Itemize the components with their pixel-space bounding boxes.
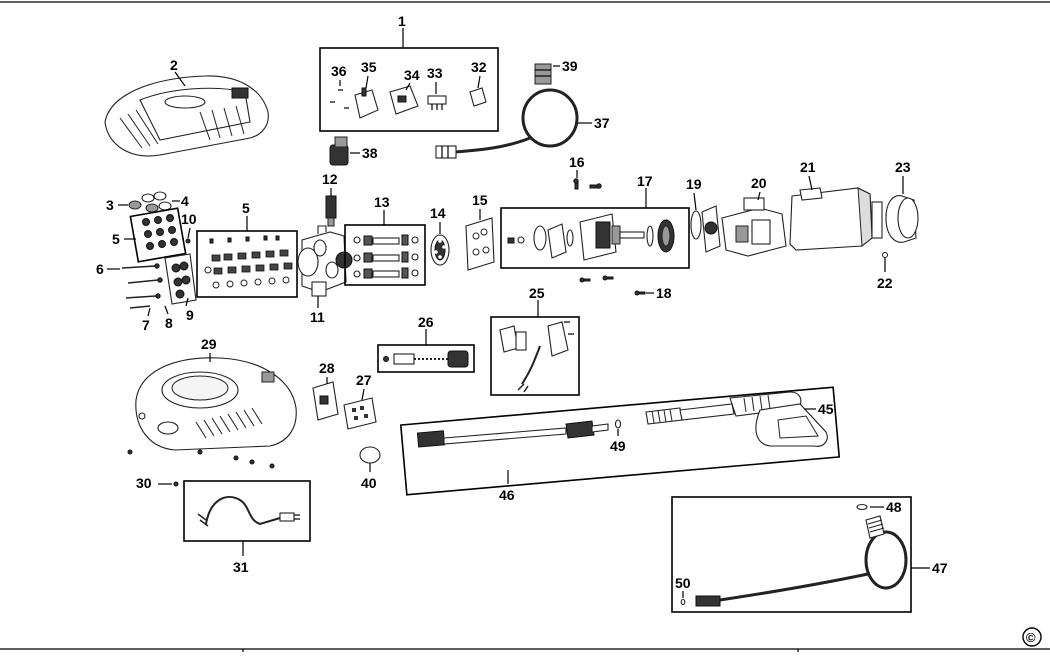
part-37-inlet-hose [435, 88, 579, 159]
callout-27: 27 [356, 372, 372, 388]
part-31-power-cord [197, 496, 300, 527]
part-9-pump-head [164, 253, 197, 305]
callout-31: 31 [233, 559, 249, 575]
part-45-spray-gun [645, 391, 828, 447]
callout-14: 14 [430, 205, 446, 221]
part-29-main-housing [135, 357, 297, 451]
callout-37: 37 [594, 115, 610, 131]
callout-5a: 5 [112, 231, 120, 247]
callout-36: 36 [331, 63, 347, 79]
kit-box-13 [344, 224, 426, 286]
callout-3: 3 [106, 197, 114, 213]
copyright-ring [1022, 627, 1042, 647]
callout-45: 45 [818, 401, 834, 417]
part-18-screws [579, 275, 646, 296]
part-6-bolts [121, 263, 163, 309]
callout-34: 34 [404, 67, 420, 83]
part-16-screws [573, 178, 602, 190]
copyright-mark: © [1026, 630, 1036, 645]
part-15-gasket [465, 217, 495, 271]
callout-11: 11 [310, 309, 325, 325]
part-48-oring [856, 503, 868, 511]
callout-40: 40 [361, 475, 377, 491]
part-23-ring [885, 195, 919, 243]
callout-26: 26 [418, 314, 434, 330]
kit-box-47 [671, 496, 912, 613]
callout-19: 19 [686, 176, 702, 192]
part-38-knob [329, 136, 349, 166]
callout-16: 16 [569, 154, 585, 170]
part-33-connector [427, 95, 447, 110]
part-30-screws [127, 449, 275, 487]
part-14-bearing [430, 234, 450, 266]
kit-box-1 [319, 47, 499, 132]
callout-29: 29 [201, 336, 217, 352]
callout-13: 13 [374, 194, 390, 210]
callout-46: 46 [499, 487, 515, 503]
callout-9: 9 [186, 307, 194, 323]
kit-box-31 [183, 480, 311, 542]
part-26-unloader [383, 350, 469, 368]
part-20-gearbox [701, 197, 787, 257]
callout-1: 1 [398, 13, 406, 29]
kit-box-46 [399, 386, 841, 496]
part-46-lance [416, 420, 609, 448]
callout-6: 6 [96, 261, 104, 277]
callout-17: 17 [637, 173, 653, 189]
callout-8: 8 [165, 315, 173, 331]
callout-48: 48 [886, 499, 902, 515]
part-50-oring [680, 598, 686, 606]
part-22-screw [881, 251, 889, 259]
callout-7: 7 [142, 317, 150, 333]
callout-30: 30 [136, 475, 152, 491]
part-28-plate [312, 381, 339, 421]
part-13-pistons [353, 234, 419, 279]
part-32-block [469, 87, 487, 107]
callout-20: 20 [751, 175, 767, 191]
part-17-motor-parts [507, 213, 675, 261]
callout-12: 12 [322, 171, 338, 187]
kit-box-25 [490, 316, 580, 396]
callout-23: 23 [895, 159, 911, 175]
part-5b-valve-kit [204, 235, 293, 289]
kit-box-17 [500, 207, 690, 269]
callout-10: 10 [181, 211, 197, 227]
part-47-high-pressure-hose [695, 515, 908, 607]
part-11-pump-body [297, 225, 353, 297]
callout-2: 2 [170, 57, 178, 73]
part-35-switch [354, 87, 379, 119]
part-12-valve [325, 195, 337, 227]
part-2-top-cover [104, 75, 269, 157]
part-34-switch [389, 85, 419, 115]
callout-33: 33 [427, 65, 443, 81]
callout-21: 21 [800, 159, 816, 175]
callout-18: 18 [656, 285, 672, 301]
callout-15: 15 [472, 192, 488, 208]
callout-4: 4 [181, 193, 189, 209]
part-36-pins [330, 89, 349, 109]
callout-50: 50 [675, 575, 691, 591]
callout-35: 35 [361, 59, 377, 75]
part-49-oring [614, 419, 622, 429]
callout-49: 49 [610, 438, 626, 454]
part-27-plate [343, 397, 377, 430]
callout-5b: 5 [242, 200, 250, 216]
part-21-motor-housing [789, 187, 883, 251]
part-19-seal [690, 210, 702, 240]
callout-39: 39 [562, 58, 578, 74]
part-5a-valves [142, 214, 178, 250]
callout-38: 38 [362, 145, 378, 161]
part-40-filter [359, 446, 381, 464]
callout-28: 28 [319, 360, 335, 376]
part-10-plug [185, 238, 191, 244]
callout-25: 25 [529, 285, 545, 301]
part-25-switch-assembly [499, 321, 574, 393]
part-39-connector [534, 63, 552, 85]
callout-32: 32 [471, 59, 487, 75]
part-3-4-caps [128, 191, 172, 213]
callout-22: 22 [877, 275, 893, 291]
callout-47: 47 [932, 560, 948, 576]
